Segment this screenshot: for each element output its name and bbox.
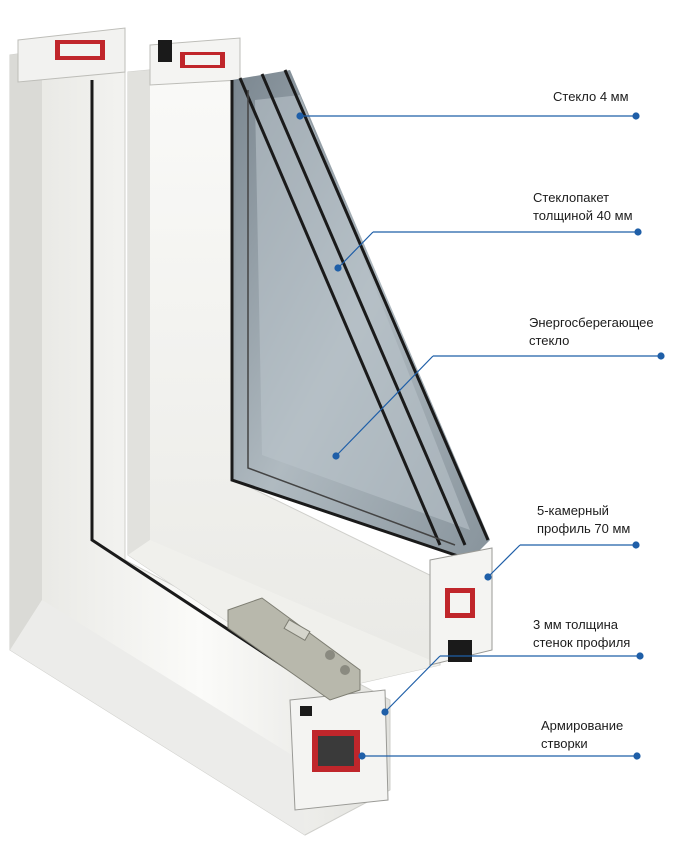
callout-wall-thickness-line-2: стенок профиля	[533, 635, 631, 650]
callout-energy-glass-line-2: стекло	[529, 333, 570, 348]
callout-glass-unit: Стеклопакет толщиной 40 мм	[533, 189, 633, 225]
callout-glass-unit-line-1: Стеклопакет	[533, 190, 610, 205]
callout-energy-glass-line-1: Энергосберегающее	[529, 315, 654, 330]
callout-glass: Стекло 4 мм	[553, 88, 629, 106]
callout-wall-thickness: 3 мм толщина стенок профиля	[533, 616, 630, 652]
callout-profile-line-2: профиль 70 мм	[537, 521, 631, 536]
hinge-hardware	[227, 597, 361, 701]
callout-reinforcement: Армирование створки	[541, 717, 623, 753]
callout-profile: 5-камерный профиль 70 мм	[537, 502, 630, 538]
sash-profile-section	[429, 547, 493, 666]
glass-unit	[230, 69, 490, 562]
frame-seal	[90, 80, 321, 692]
frame-profile-section	[289, 689, 389, 811]
callout-wall-thickness-line-1: 3 мм толщина	[533, 617, 619, 632]
callout-profile-line-1: 5-камерный	[537, 503, 609, 518]
callout-energy-glass: Энергосберегающее стекло	[529, 314, 654, 350]
outer-frame	[9, 27, 391, 836]
callout-glass-line-1: Стекло 4 мм	[553, 89, 629, 104]
callout-reinforcement-line-1: Армирование	[541, 718, 624, 733]
callout-glass-unit-line-2: толщиной 40 мм	[533, 208, 633, 223]
leader-lines	[296, 112, 665, 760]
callout-reinforcement-line-2: створки	[541, 736, 588, 751]
